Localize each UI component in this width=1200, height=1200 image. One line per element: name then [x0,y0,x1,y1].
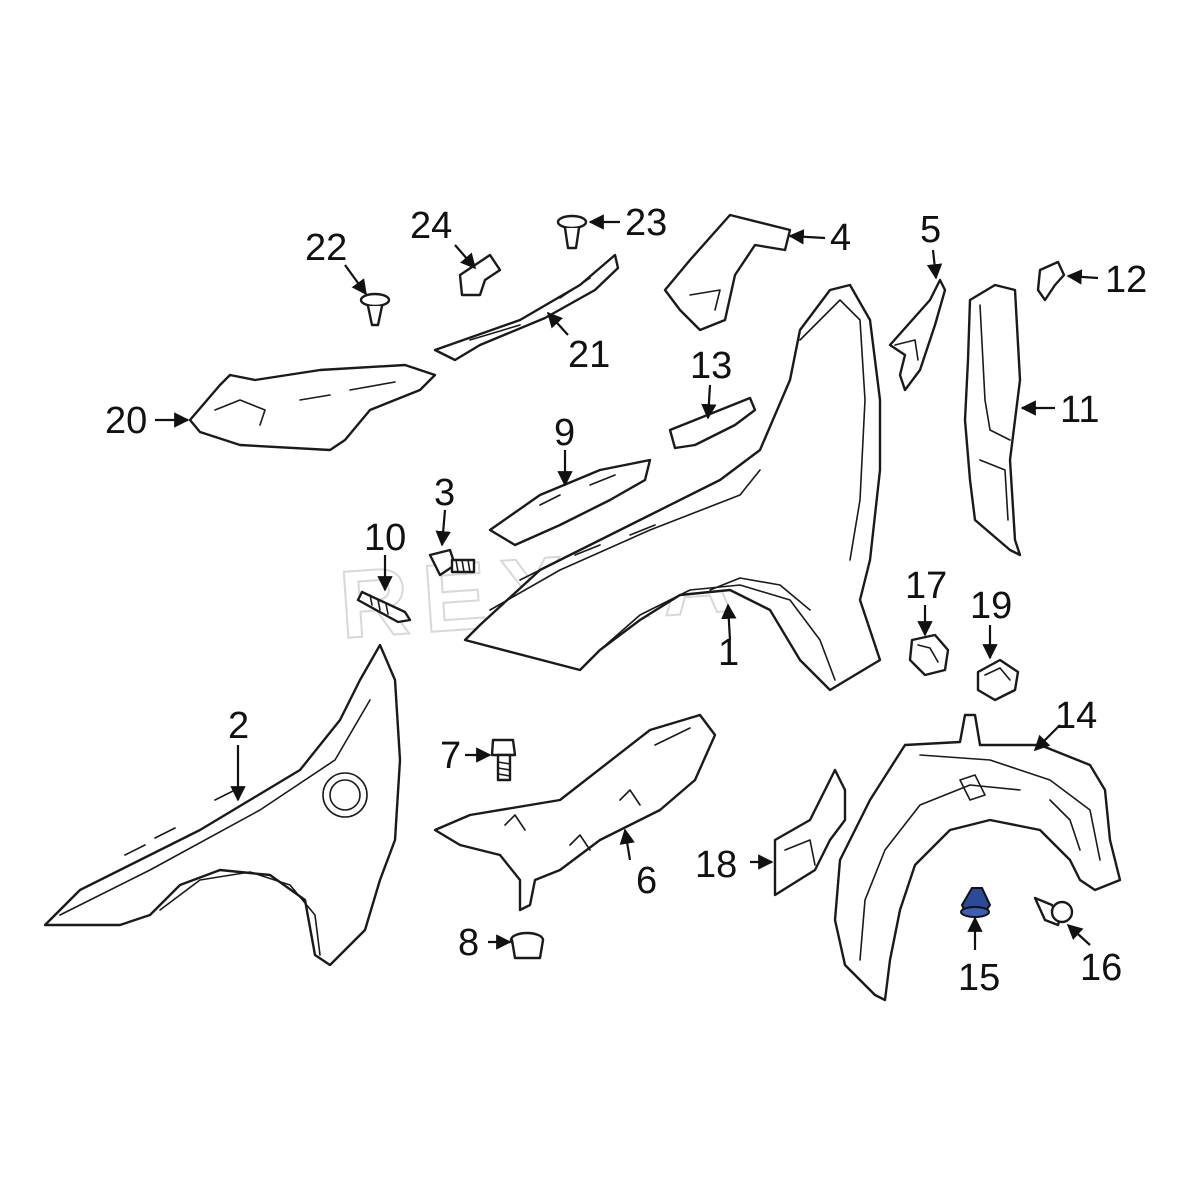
part-6-apron-bracket [433,713,717,912]
callout-10: 10 [364,517,406,559]
part-13-bracket [668,396,757,450]
callout-24: 24 [410,205,452,247]
callout-19: 19 [970,585,1012,627]
callout-23: 23 [625,202,667,244]
callout-13: 13 [690,345,732,387]
callout-15: 15 [958,957,1000,999]
callout-14: 14 [1055,695,1097,737]
callout-1: 1 [718,632,739,674]
callout-20: 20 [105,400,147,442]
callout-18: 18 [695,844,737,886]
part-17-retainer [908,633,950,677]
part-14-fender-liner [833,713,1122,1002]
callout-4: 4 [830,217,851,259]
part-11-insulator [963,283,1022,557]
part-2-fender [43,643,402,967]
callout-6: 6 [636,860,657,902]
part-4-bracket [663,213,792,332]
callout-2: 2 [228,705,249,747]
part-10-stud [356,590,412,624]
part-18-bracket [773,768,847,897]
callout-labels: 1 2 3 4 5 6 7 8 9 10 11 12 13 14 15 16 1… [105,202,1147,999]
part-22-clip [359,292,391,327]
callout-8: 8 [458,922,479,964]
callout-17: 17 [905,565,947,607]
part-15-fastener [960,887,992,918]
part-7-bolt [490,738,517,782]
part-19-retainer [976,658,1020,702]
callout-12: 12 [1105,259,1147,301]
callout-11: 11 [1060,389,1099,431]
callout-21: 21 [568,334,610,376]
part-23-clip [556,214,588,250]
callout-7: 7 [440,735,461,777]
callout-16: 16 [1080,947,1122,989]
leader-lines [155,214,1099,950]
part-16-screw [1033,896,1074,927]
callout-5: 5 [920,209,941,251]
part-5-bracket [888,278,947,392]
callout-9: 9 [554,412,575,454]
part-9-bracket [488,458,652,547]
part-8-nut [509,931,545,960]
part-21-reinforcement [433,253,620,362]
part-24-bracket [458,253,502,297]
part-12-clip [1036,260,1066,302]
part-1-front-fender [463,283,882,692]
callout-3: 3 [434,472,455,514]
part-3-bolt [428,548,476,577]
part-20-cowl-panel [188,363,437,452]
callout-22: 22 [305,227,347,269]
